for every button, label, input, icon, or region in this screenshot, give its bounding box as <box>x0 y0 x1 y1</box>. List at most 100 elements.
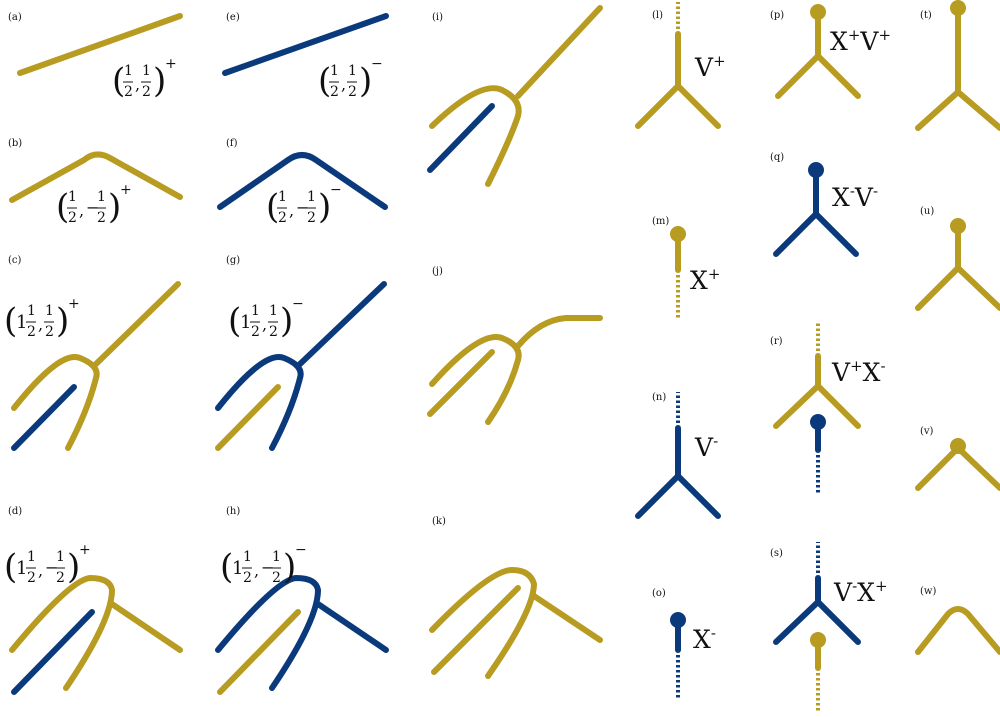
comma: , <box>254 561 259 580</box>
panel-label-k: (k) <box>432 516 446 527</box>
panel-label-v: (v) <box>920 426 934 437</box>
vertex-label-p: X+V+ <box>830 26 891 56</box>
left-paren: ( <box>266 187 279 227</box>
panel-label-m: (m) <box>652 216 669 227</box>
quantum-label-g: (112,12)− <box>228 296 304 341</box>
fold-gold-d <box>9 574 116 691</box>
panel-label-j: (j) <box>432 266 443 277</box>
panel-labels: (a) (b) (c) (d) (e) (f) (g) (h) (i) (j) … <box>8 10 936 599</box>
line-gold-a <box>17 13 183 76</box>
fraction-2-denominator: 2 <box>56 570 65 586</box>
quantum-label-e: (12,12)− <box>318 56 383 101</box>
fold-arm-gold-d <box>109 601 183 653</box>
fraction-1-numerator: 1 <box>68 189 77 205</box>
fold-arm-blue-h <box>315 601 389 653</box>
vertex-label-o: X- <box>693 624 716 654</box>
vertex-ball-gold-t <box>950 0 966 16</box>
charge-sign: − <box>330 182 342 198</box>
fork-blue-g <box>215 354 304 451</box>
left-paren: ( <box>4 301 17 341</box>
fold-gold-k <box>429 566 538 679</box>
y-blue-n <box>635 425 721 519</box>
vertex-label-s: V-X+ <box>833 577 888 607</box>
fraction-1-numerator: 1 <box>243 549 252 565</box>
fork-inner-gold-g <box>215 384 281 451</box>
fraction-2-denominator: 2 <box>45 324 54 340</box>
left-paren: ( <box>318 61 331 101</box>
wedge-gold-v <box>915 443 1000 491</box>
y-gold-u <box>915 227 1000 311</box>
fraction-2-numerator: 1 <box>45 303 54 319</box>
vertex-ball-gold-s <box>810 632 826 648</box>
fraction-1-numerator: 1 <box>27 303 36 319</box>
panel-label-r: (r) <box>770 336 783 347</box>
y-blue-s <box>773 575 861 645</box>
wedge-gold-b <box>9 151 183 203</box>
left-paren: ( <box>220 547 233 587</box>
fraction-2-denominator: 2 <box>307 210 316 226</box>
right-paren: ) <box>283 547 296 587</box>
left-paren: ( <box>56 187 69 227</box>
quantum-label-b: (12,−12)+ <box>56 182 132 227</box>
vertex-label-q: X-V- <box>832 182 878 212</box>
quantum-label-f: (12,−12)− <box>266 182 342 227</box>
right-paren: ) <box>280 301 293 341</box>
fraction-1-denominator: 2 <box>27 570 36 586</box>
comma: , <box>135 75 140 94</box>
minus-sign: − <box>261 558 274 577</box>
fork-gold-i <box>429 85 522 187</box>
fraction-1-denominator: 2 <box>27 324 36 340</box>
fraction-1-numerator: 1 <box>27 549 36 565</box>
panel-label-p: (p) <box>770 10 784 21</box>
right-paren: ) <box>318 187 331 227</box>
fraction-2-denominator: 2 <box>97 210 106 226</box>
right-paren: ) <box>108 187 121 227</box>
vertex-ball-gold-m <box>670 226 686 242</box>
fraction-2-numerator: 1 <box>307 189 316 205</box>
fraction-2-numerator: 1 <box>56 549 65 565</box>
fraction-1-denominator: 2 <box>278 210 287 226</box>
right-paren: ) <box>56 301 69 341</box>
fork-stem-gold-i <box>515 5 603 99</box>
fold-blue-h <box>215 574 322 691</box>
fold-inner-blue-d <box>11 609 95 695</box>
fold-inner-gold-k <box>431 585 521 675</box>
y-blue-q <box>773 169 859 257</box>
vertex-ball-blue-q <box>808 162 824 178</box>
panel-label-b: (b) <box>8 138 22 149</box>
charge-sign: − <box>295 542 307 558</box>
left-paren: ( <box>228 301 241 341</box>
fraction-2-denominator: 2 <box>272 570 281 586</box>
quantum-label-c: (112,12)+ <box>4 296 80 341</box>
panel-label-n: (n) <box>652 392 666 403</box>
panel-label-q: (q) <box>770 152 784 163</box>
fraction-1-numerator: 1 <box>278 189 287 205</box>
charge-sign: + <box>68 296 80 312</box>
line-blue-e <box>222 13 389 76</box>
comma: , <box>262 315 267 334</box>
vertex-label-r: V+X- <box>831 357 886 387</box>
vertex-ball-gold-v <box>950 438 966 454</box>
fraction-2-denominator: 2 <box>269 324 278 340</box>
fraction-2-denominator: 2 <box>142 84 151 100</box>
panel-label-c: (c) <box>8 255 22 266</box>
fork-inner-gold-j <box>427 349 495 417</box>
fork-stem-gold-c <box>93 281 181 367</box>
left-paren: ( <box>112 61 125 101</box>
fraction-2-numerator: 1 <box>269 303 278 319</box>
fork-inner-blue-c <box>11 384 77 451</box>
y-gold-t <box>915 7 1000 131</box>
comma: , <box>38 561 43 580</box>
quantum-number-labels: (12,12)+(12,−12)+(112,12)+(112,−12)+(12,… <box>4 56 383 587</box>
charge-sign: − <box>371 56 383 72</box>
y-gold-r <box>773 353 861 429</box>
charge-sign: + <box>165 56 177 72</box>
panel-label-o: (o) <box>652 588 666 599</box>
vertex-labels: V+ X+ V- X- X+V+ X-V- V+X- V-X+ <box>690 26 891 654</box>
wedge-blue-f <box>217 152 388 210</box>
minus-sign: − <box>296 198 309 217</box>
comma: , <box>38 315 43 334</box>
right-paren: ) <box>153 61 166 101</box>
vertex-balls <box>670 0 966 648</box>
